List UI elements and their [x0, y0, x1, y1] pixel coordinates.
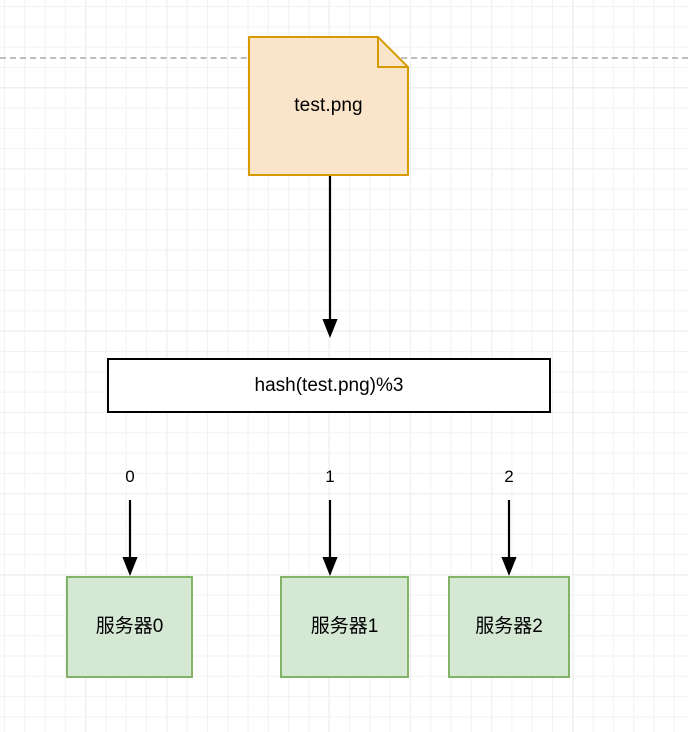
- server-node-1-label: 服务器1: [310, 616, 379, 637]
- arrow-hash-to-server-2: [495, 500, 523, 577]
- server-node-0-label: 服务器0: [95, 616, 164, 637]
- edge-label-2: 2: [504, 467, 514, 486]
- server-node-1[interactable]: 服务器1: [280, 576, 409, 678]
- hash-node[interactable]: hash(test.png)%3: [107, 358, 551, 413]
- edge-label-0: 0: [125, 467, 135, 486]
- arrow-file-to-hash: [316, 176, 344, 339]
- edge-label-1: 1: [325, 467, 335, 486]
- server-node-2[interactable]: 服务器2: [448, 576, 570, 678]
- file-node-label: test.png: [294, 95, 363, 116]
- hash-node-label: hash(test.png)%3: [254, 374, 404, 396]
- server-node-2-label: 服务器2: [475, 616, 543, 637]
- file-node-test-png[interactable]: test.png: [248, 36, 409, 176]
- arrow-hash-to-server-0: [116, 500, 144, 577]
- arrow-hash-to-server-1: [316, 500, 344, 577]
- server-node-0[interactable]: 服务器0: [66, 576, 193, 678]
- document-shape-icon: [248, 36, 409, 176]
